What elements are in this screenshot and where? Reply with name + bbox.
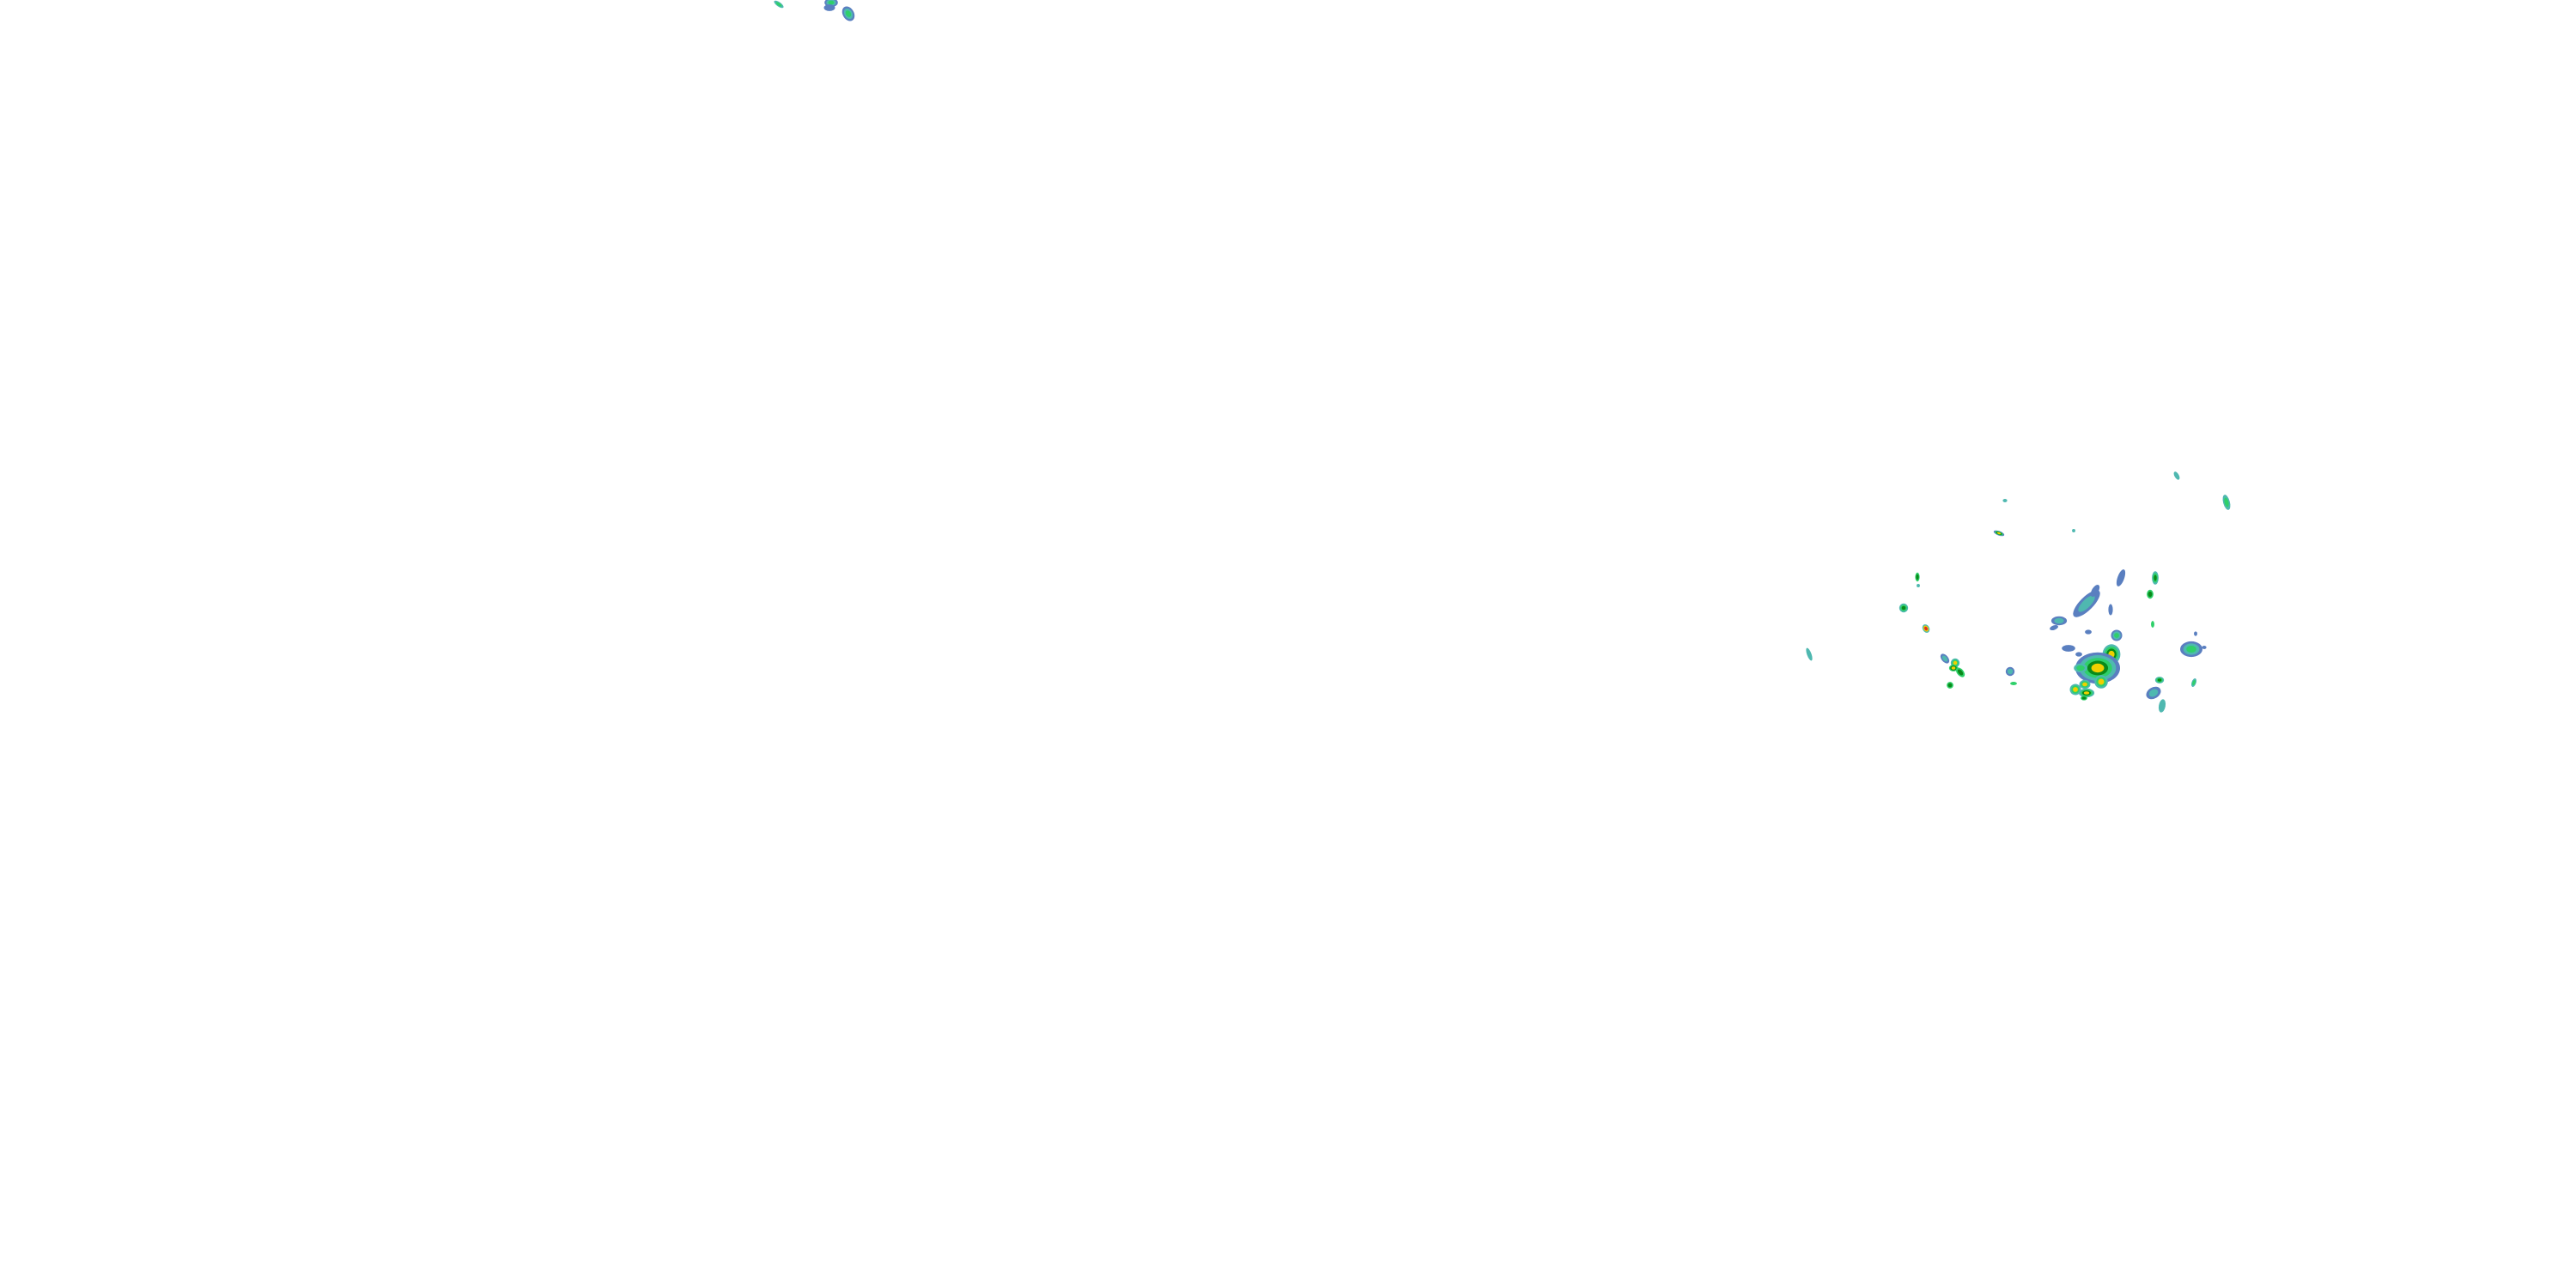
echo-heavy [2154, 574, 2157, 581]
echo-moderate [2186, 645, 2196, 653]
precipitation-cell [1948, 665, 1959, 671]
echo-light [2075, 652, 2082, 657]
precipitation-cell [2075, 652, 2082, 657]
echo-very-heavy [2098, 678, 2105, 685]
precipitation-cell [2010, 682, 2017, 685]
precipitation-cell [1806, 647, 1813, 661]
precipitation-cell [2062, 645, 2075, 652]
precipitation-cell [1922, 624, 1930, 633]
echo-light-moderate [2173, 471, 2180, 480]
precipitation-cell [2050, 616, 2068, 626]
echo-very-heavy [1953, 660, 1958, 665]
echo-very-heavy [2073, 687, 2078, 692]
precipitation-cell [2050, 624, 2058, 631]
echo-light-moderate [2158, 699, 2166, 713]
precipitation-cell [2079, 679, 2091, 690]
echo-very-heavy [1951, 666, 1956, 670]
echo-light-moderate [2078, 595, 2095, 612]
echo-heavy [1947, 683, 1953, 688]
echo-moderate [2076, 665, 2085, 671]
echo-heavy [1901, 605, 1906, 611]
echo-heavy [1957, 669, 1964, 676]
echo-light [2108, 604, 2113, 616]
precipitation-cell [2072, 529, 2075, 532]
echo-light [2050, 624, 2058, 631]
precipitation-cell [2173, 471, 2180, 480]
precipitation-cell [1917, 584, 1920, 587]
precipitation-cell [2005, 666, 2015, 677]
echo-light [2116, 569, 2126, 586]
echo-light-moderate [2002, 499, 2008, 502]
precipitation-cell [2180, 641, 2202, 658]
precipitation-cell [2090, 584, 2100, 598]
echo-moderate [775, 2, 782, 7]
echo-light-moderate [2148, 689, 2159, 697]
precipitation-cell [1947, 682, 1953, 689]
echo-light-moderate [1941, 655, 1948, 662]
precipitation-cell [2158, 699, 2166, 713]
echo-very-heavy [2083, 691, 2090, 695]
precipitation-cell [2116, 569, 2126, 586]
echo-very-heavy [2091, 663, 2105, 673]
precipitation-cell [774, 0, 784, 9]
echo-moderate [2151, 621, 2154, 628]
precipitation-cell [2151, 621, 2154, 628]
precipitation-cell [2078, 688, 2095, 698]
echo-intense [1924, 626, 1928, 631]
echo-very-heavy [1996, 532, 2002, 535]
echo-heavy [1916, 574, 1919, 580]
precipitation-cell [1955, 667, 1965, 677]
echo-light [2194, 631, 2197, 636]
echo-light-moderate [2054, 617, 2064, 624]
precipitation-cell [1993, 530, 2005, 537]
echo-moderate [828, 0, 835, 5]
precipitation-cell [2222, 495, 2231, 510]
precipitation-cell [2108, 604, 2113, 616]
echo-moderate [2192, 679, 2196, 686]
precipitation-cell [2147, 589, 2154, 599]
precipitation-cell [2202, 646, 2207, 649]
echo-heavy [2157, 678, 2162, 682]
precipitation-cell [2075, 652, 2120, 684]
precipitation-cell [2094, 675, 2108, 689]
echo-heavy [2148, 591, 2153, 598]
precipitation-cell [2081, 696, 2087, 701]
echo-light-moderate [2007, 668, 2014, 675]
precipitation-cell [1940, 653, 1950, 664]
echo-moderate [845, 10, 852, 17]
precipitation-cell [2146, 686, 2161, 700]
echo-moderate [2224, 497, 2229, 507]
precipitation-cell [2190, 678, 2197, 687]
precipitation-cell [2002, 499, 2008, 502]
echo-heavy [2081, 696, 2087, 700]
echo-moderate [2114, 633, 2119, 638]
echo-light-moderate [2072, 529, 2075, 532]
echo-light [2202, 646, 2207, 649]
precipitation-cell [841, 6, 855, 21]
precipitation-cell [2111, 629, 2123, 641]
echo-very-heavy [2082, 682, 2087, 687]
precipitation-cell [1899, 603, 1909, 613]
echo-light [823, 4, 835, 11]
precipitation-cell [2073, 590, 2100, 617]
precipitation-cell [2085, 629, 2092, 635]
echo-light-moderate [1806, 647, 1813, 661]
precipitation-cell [823, 4, 835, 11]
precipitation-cell [2069, 683, 2081, 696]
echo-light [2085, 629, 2092, 635]
echo-moderate [2010, 682, 2017, 685]
echo-light [2062, 645, 2075, 652]
echo-light [2090, 584, 2100, 598]
precipitation-cell [2074, 663, 2087, 673]
precipitation-cell [1915, 572, 1920, 582]
precipitation-cell [2152, 571, 2159, 585]
echo-light-moderate [1917, 584, 1920, 587]
precipitation-cell [2194, 631, 2197, 636]
precipitation-cell [2154, 677, 2165, 683]
